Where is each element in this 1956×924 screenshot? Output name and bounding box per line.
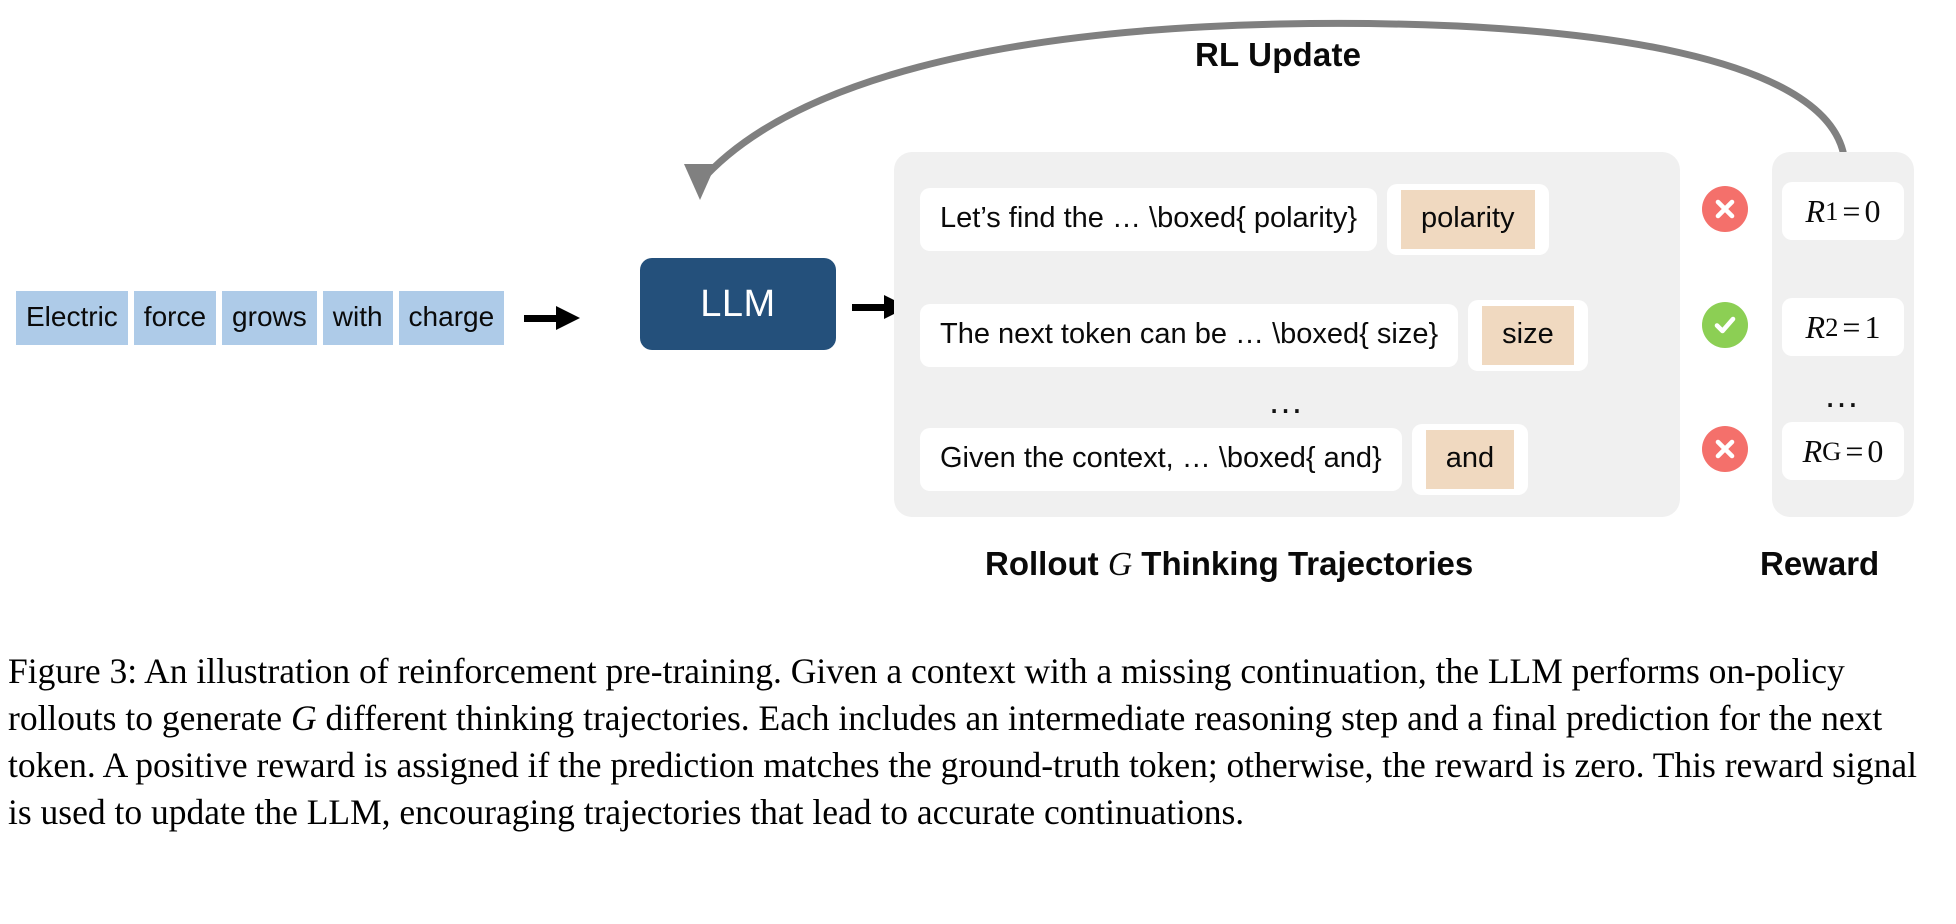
- trajectory-row: The next token can be … \boxed{ size} si…: [920, 300, 1588, 372]
- caption-prefix: Figure 3:: [8, 651, 145, 691]
- arrow-right-icon: [524, 303, 581, 333]
- reward-subscript: G: [1822, 435, 1842, 466]
- equals-sign: =: [1845, 432, 1864, 469]
- equals-sign: =: [1842, 308, 1861, 345]
- input-token-chip: with: [322, 291, 393, 345]
- figure-caption: Figure 3: An illustration of reinforceme…: [8, 648, 1938, 836]
- input-token-chip: charge: [398, 291, 505, 345]
- reward-value: 0: [1867, 432, 1884, 469]
- equals-sign: =: [1842, 192, 1861, 229]
- trajectory-row: Given the context, … \boxed{ and} and: [920, 424, 1529, 496]
- reward-symbol: R: [1805, 192, 1826, 229]
- trajectory-text: Let’s find the … \boxed{ polarity}: [920, 188, 1378, 252]
- prediction-tag-wrapper: polarity: [1387, 184, 1549, 256]
- llm-block: LLM: [640, 258, 836, 350]
- caption-part-1: An illustration of reinforcement pre-tra…: [8, 651, 1845, 738]
- trajectory-text: The next token can be … \boxed{ size}: [920, 304, 1459, 368]
- prediction-tag-wrapper: and: [1411, 424, 1529, 496]
- rollout-caption-tail: Thinking Trajectories: [1132, 545, 1474, 582]
- reward-value: 1: [1864, 308, 1881, 345]
- input-token-sequence: Electric force grows with charge: [16, 291, 582, 345]
- reward-subscript: 2: [1825, 311, 1839, 342]
- trajectory-text: Given the context, … \boxed{ and}: [920, 428, 1402, 492]
- llm-label: LLM: [700, 282, 776, 325]
- prediction-tag: size: [1482, 306, 1574, 366]
- cross-icon: [1702, 186, 1748, 232]
- rollout-panel: Let’s find the … \boxed{ polarity} polar…: [894, 152, 1680, 517]
- prediction-tag-wrapper: size: [1468, 300, 1588, 372]
- reward-symbol: R: [1802, 432, 1823, 469]
- cross-icon: [1702, 426, 1748, 472]
- check-icon: [1702, 302, 1748, 348]
- reward-ellipsis: …: [1823, 374, 1863, 415]
- reward-caption: Reward: [1760, 545, 1880, 582]
- rollout-caption: Rollout G Thinking Trajectories: [985, 545, 1473, 584]
- input-token-chip: force: [133, 291, 217, 345]
- rollout-caption-math: G: [1107, 546, 1133, 583]
- prediction-tag: polarity: [1401, 190, 1535, 250]
- trajectory-row: Let’s find the … \boxed{ polarity} polar…: [920, 184, 1549, 256]
- trajectory-ellipsis: …: [1267, 380, 1307, 421]
- input-token-chip: Electric: [16, 291, 128, 345]
- input-token-chip: grows: [222, 291, 317, 345]
- caption-part-2: different thinking trajectories. Each in…: [8, 698, 1917, 832]
- rl-update-label: RL Update: [1195, 36, 1362, 73]
- caption-math-g: G: [290, 698, 317, 738]
- prediction-tag: and: [1425, 430, 1515, 490]
- figure-diagram: RL Update Electric force grows with char…: [16, 19, 1914, 584]
- rollout-caption-head: Rollout: [985, 545, 1108, 582]
- reward-symbol: R: [1805, 308, 1826, 345]
- reward-value: 0: [1864, 192, 1881, 229]
- reward-subscript: 1: [1825, 195, 1839, 226]
